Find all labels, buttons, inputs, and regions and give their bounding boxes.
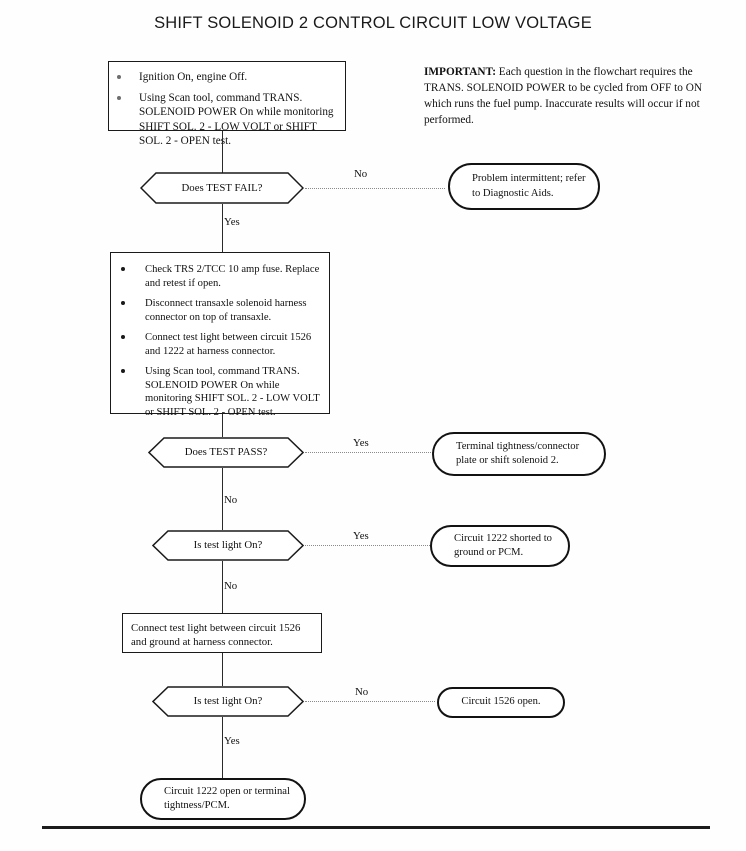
- edge-label-no: No: [355, 686, 369, 698]
- edge-label-no: No: [224, 494, 238, 506]
- decision-does-test-fail: Does TEST FAIL?: [140, 172, 304, 204]
- terminator-circuit-1222-open: Circuit 1222 open or terminal tightness/…: [140, 778, 306, 820]
- hexagon-shape-icon: [152, 686, 304, 717]
- page-title: SHIFT SOLENOID 2 CONTROL CIRCUIT LOW VOL…: [154, 14, 592, 32]
- important-note-lead: IMPORTANT:: [424, 66, 496, 78]
- list-item: Disconnect transaxle solenoid harness co…: [111, 297, 323, 324]
- decision-does-test-pass: Does TEST PASS?: [148, 437, 304, 468]
- decision-is-test-light-on-1: Is test light On?: [152, 530, 304, 561]
- decision-label: Does TEST FAIL?: [181, 181, 263, 194]
- hexagon-shape-icon: [140, 172, 304, 204]
- terminator-label: Circuit 1222 shorted to ground or PCM.: [454, 532, 552, 558]
- connector-light-on-2-yes: [222, 717, 223, 780]
- list-item-text: Using Scan tool, command TRANS. SOLENOID…: [139, 91, 334, 148]
- process-box-ignition: Ignition On, engine Off. Using Scan tool…: [108, 61, 346, 147]
- connector-test-fail-yes: [222, 204, 223, 252]
- connector-light-on-2-no: [305, 701, 435, 702]
- decision-label: Is test light On?: [193, 695, 263, 707]
- hexagon-shape-icon: [152, 530, 304, 561]
- hexagon-shape-icon: [148, 437, 304, 468]
- edge-label-no: No: [354, 168, 368, 180]
- decision-is-test-light-on-2: Is test light On?: [152, 686, 304, 717]
- edge-label-yes: Yes: [353, 437, 369, 449]
- terminator-label: Problem intermittent; refer to Diagnosti…: [472, 173, 586, 199]
- bullet-icon: [117, 95, 121, 100]
- process-box-text: Connect test light between circuit 1526 …: [131, 622, 301, 649]
- terminator-label: Circuit 1526 open.: [461, 696, 541, 708]
- edge-label-yes: Yes: [353, 530, 369, 542]
- bullet-icon: [117, 75, 121, 79]
- edge-label-yes: Yes: [224, 216, 240, 228]
- list-item-text: Connect test light between circuit 1526 …: [145, 332, 312, 357]
- connector-ignition-to-test-fail: [222, 131, 223, 174]
- terminator-label: Circuit 1222 open or terminal tightness/…: [164, 785, 290, 811]
- decision-label: Is test light On?: [193, 539, 263, 551]
- terminator-label: Terminal tightness/connector plate or sh…: [456, 440, 580, 466]
- footer-rule: [42, 826, 710, 829]
- connector-light-on-1-yes: [305, 545, 430, 546]
- terminator-circuit-1222-shorted: Circuit 1222 shorted to ground or PCM.: [430, 525, 570, 567]
- bullet-icon: [121, 335, 125, 340]
- bullet-icon: [121, 369, 125, 374]
- list-item: Check TRS 2/TCC 10 amp fuse. Replace and…: [111, 263, 323, 290]
- connector-light-on-1-no: [222, 561, 223, 613]
- list-item-text: Disconnect transaxle solenoid harness co…: [145, 298, 307, 323]
- list-item-text: Using Scan tool, command TRANS. SOLENOID…: [145, 366, 320, 418]
- list-item: Using Scan tool, command TRANS. SOLENOID…: [111, 365, 323, 419]
- important-note-body: Each question in the flowchart requires …: [424, 66, 703, 127]
- connector-checks-to-test-pass: [222, 414, 223, 437]
- list-item: Connect test light between circuit 1526 …: [111, 331, 323, 358]
- bullet-icon: [121, 301, 125, 306]
- list-item-text: Ignition On, engine Off.: [139, 71, 248, 83]
- terminator-circuit-1526-open: Circuit 1526 open.: [437, 687, 565, 718]
- process-box-connect-ground: Connect test light between circuit 1526 …: [122, 613, 322, 653]
- edge-label-yes: Yes: [224, 735, 240, 747]
- bullet-icon: [121, 267, 125, 271]
- process-box-checks: Check TRS 2/TCC 10 amp fuse. Replace and…: [110, 252, 330, 418]
- list-item: Ignition On, engine Off.: [109, 70, 339, 85]
- terminator-terminal-tightness: Terminal tightness/connector plate or sh…: [432, 432, 606, 476]
- connector-test-fail-no: [305, 188, 445, 189]
- connector-test-pass-yes: [305, 452, 433, 453]
- connector-connect-ground-to-light-on-2: [222, 653, 223, 686]
- list-item: Using Scan tool, command TRANS. SOLENOID…: [109, 91, 339, 149]
- connector-test-pass-no: [222, 468, 223, 530]
- decision-label: Does TEST PASS?: [184, 446, 268, 458]
- terminator-problem-intermittent: Problem intermittent; refer to Diagnosti…: [448, 163, 600, 210]
- list-item-text: Check TRS 2/TCC 10 amp fuse. Replace and…: [145, 264, 320, 289]
- edge-label-no: No: [224, 580, 238, 592]
- important-note: IMPORTANT: Each question in the flowchar…: [424, 64, 712, 128]
